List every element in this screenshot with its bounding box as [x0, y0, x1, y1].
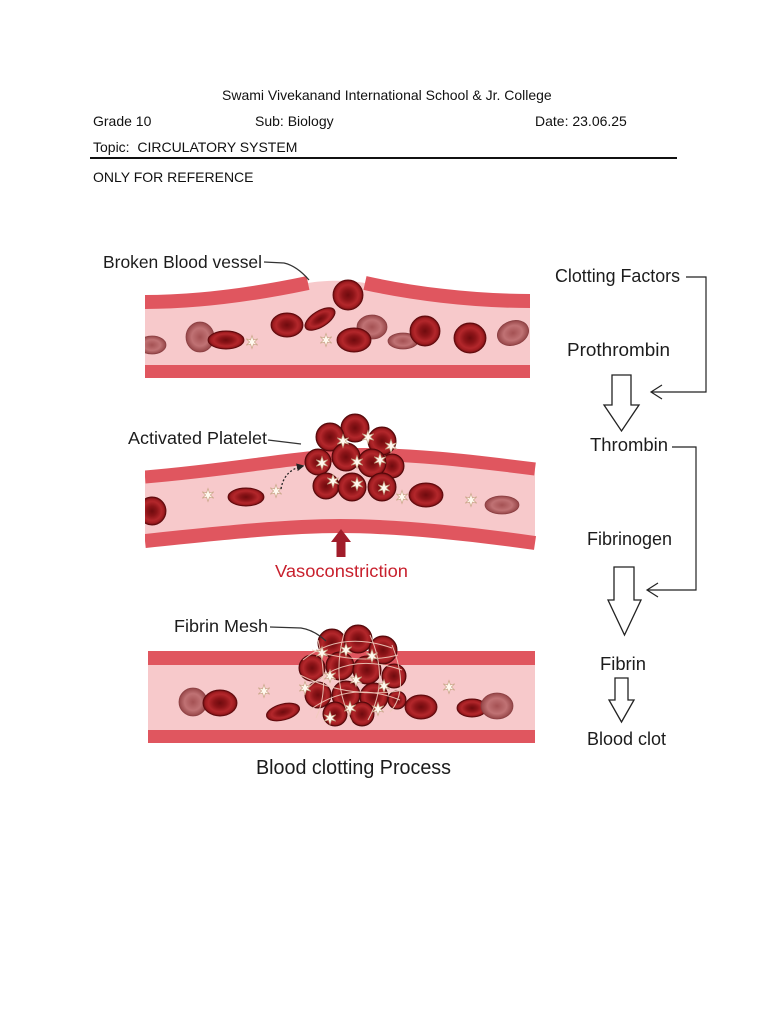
school-name: Swami Vivekanand International School & …: [222, 87, 552, 103]
date-label: Date: 23.06.25: [535, 113, 627, 129]
flow-arrowhead: [649, 384, 663, 400]
label-broken-blood-vessel: Broken Blood vessel: [103, 252, 262, 272]
red-blood-cell: [145, 496, 167, 526]
red-blood-cell: [453, 322, 487, 354]
clot-cell: [381, 663, 407, 689]
red-blood-cell: [270, 312, 304, 338]
flow-connector: [648, 446, 697, 591]
clotting-cascade: Clotting Factors Prothrombin Thrombin Fi…: [555, 266, 707, 749]
vessel-wall-top-left: [145, 276, 310, 309]
cascade-prothrombin: Prothrombin: [567, 340, 670, 360]
clot-cell: [312, 472, 340, 500]
grade-label: Grade 10: [93, 113, 152, 129]
flow-arrow-down: [607, 677, 636, 724]
red-blood-cell: [404, 694, 438, 720]
flow-arrow-down: [602, 374, 641, 433]
cascade-clotting-factors: Clotting Factors: [555, 266, 680, 286]
red-blood-cell: [484, 495, 520, 515]
platelet-activation-arrow: [280, 463, 305, 490]
red-blood-cell: [207, 330, 245, 350]
red-blood-cell: [202, 689, 238, 717]
red-blood-cell: [265, 702, 301, 722]
vessel-wall-top-right: [363, 276, 531, 308]
fibrin-strand: [338, 629, 353, 723]
vasoconstriction-arrow: [331, 529, 351, 557]
flow-arrowhead: [645, 582, 659, 598]
vessel-broken: [145, 276, 531, 378]
vessel-wall-bottom: [148, 730, 535, 743]
red-blood-cell: [336, 327, 372, 353]
fibrin-strand: [305, 662, 403, 691]
fibrin-strand: [299, 674, 406, 694]
subject-label: Sub: Biology: [255, 113, 334, 129]
leader-line: [267, 439, 302, 445]
leader-line: [269, 626, 327, 642]
header-divider: [90, 157, 677, 159]
vessel-lumen: [145, 454, 535, 543]
leader-line: [263, 261, 310, 281]
cascade-blood-clot: Blood clot: [587, 729, 666, 749]
red-blood-cell: [409, 315, 441, 347]
red-blood-cell: [227, 487, 265, 507]
cascade-thrombin: Thrombin: [590, 435, 668, 455]
clot-cell: [304, 448, 332, 476]
clot-cell: [304, 681, 332, 709]
cascade-fibrin: Fibrin: [600, 654, 646, 674]
diagram-caption: Blood clotting Process: [256, 757, 451, 779]
vessel-platelet-plug: [145, 413, 537, 550]
topic-label: Topic: CIRCULATORY SYSTEM: [93, 139, 298, 155]
flow-connector: [652, 276, 707, 393]
label-activated-platelet: Activated Platelet: [128, 428, 267, 448]
red-blood-cell: [480, 692, 514, 720]
red-blood-cell: [408, 482, 444, 508]
red-blood-cell: [497, 320, 529, 346]
cascade-fibrinogen: Fibrinogen: [587, 529, 672, 549]
label-vasoconstriction: Vasoconstriction: [275, 561, 408, 581]
fibrin-strand: [309, 691, 401, 711]
red-blood-cell: [145, 335, 167, 355]
label-fibrin-mesh: Fibrin Mesh: [174, 616, 268, 636]
vessel-wall-bottom: [145, 518, 537, 550]
clot-cell: [322, 701, 348, 727]
flow-arrow-down: [606, 566, 643, 637]
platelet-plug: [304, 413, 405, 502]
fibrin-strand: [389, 644, 401, 713]
red-blood-cell: [304, 307, 336, 331]
clot-cell: [331, 442, 361, 472]
vessel-fibrin-clot: [148, 624, 535, 743]
vessel-wall-bottom: [145, 365, 530, 378]
fibrin-clot: [298, 624, 407, 727]
fibrin-strand: [302, 640, 393, 661]
red-blood-cell-escaping: [332, 279, 364, 311]
reference-notice: ONLY FOR REFERENCE: [93, 169, 254, 185]
